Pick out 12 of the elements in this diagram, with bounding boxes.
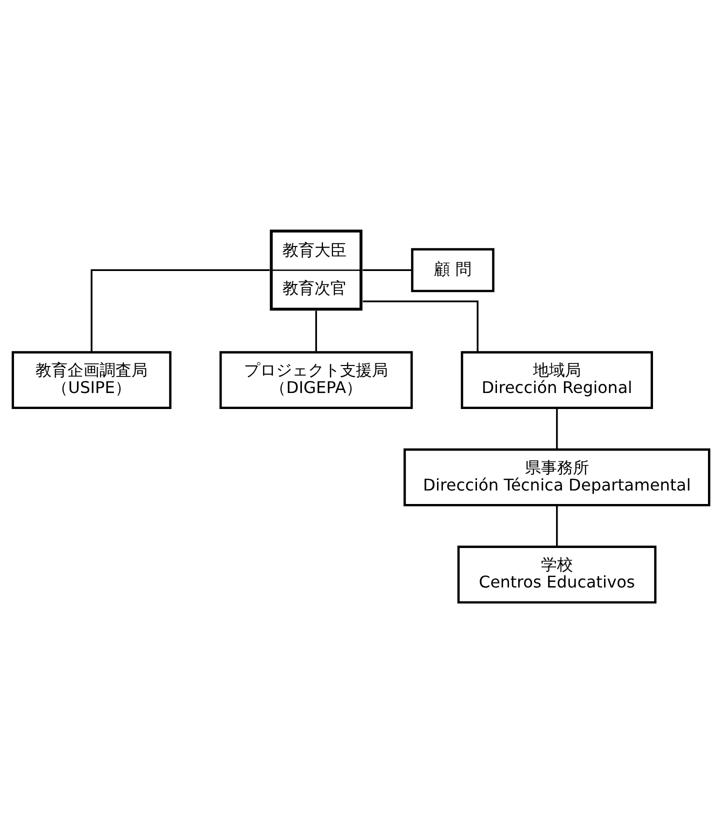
connector	[90, 268, 270, 352]
connector	[315, 310, 318, 352]
node-box: 県事務所 Dirección Técnica Departamental	[404, 448, 710, 506]
node-box: 学校 Centros Educativos	[457, 545, 656, 604]
node-box: 教育企画調査局 （USIPE）	[12, 350, 172, 409]
connector	[556, 408, 558, 449]
node-box: 地域局 Dirección Regional	[460, 350, 653, 409]
connector	[362, 300, 478, 352]
node-box: プロジェクト支援局 （DIGEPA）	[219, 350, 413, 409]
node-box: 顧 問	[411, 248, 494, 292]
connector	[362, 268, 412, 271]
connector	[556, 504, 558, 546]
